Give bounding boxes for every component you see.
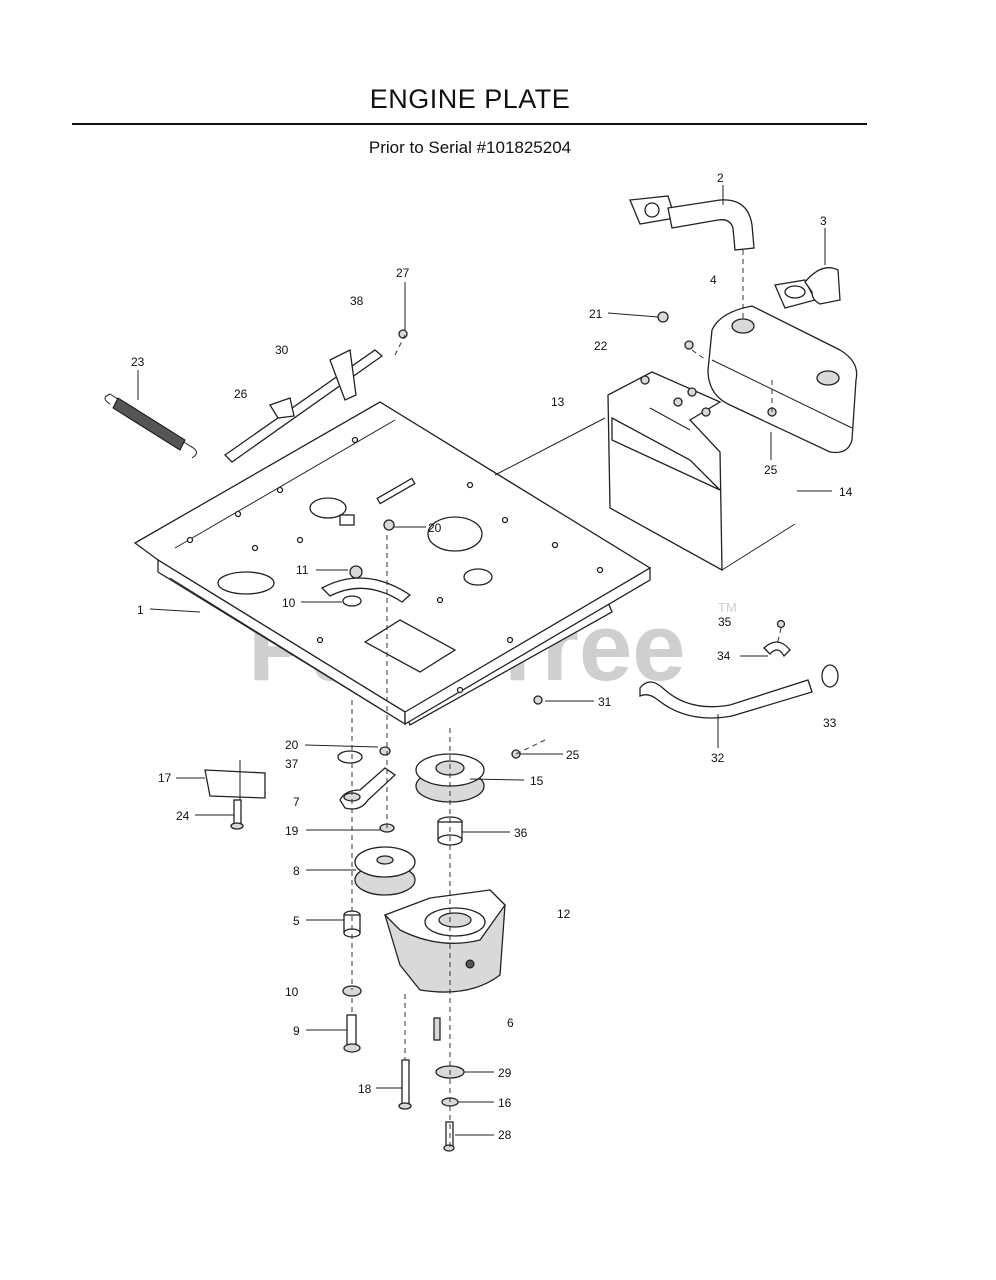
callout-10a: 10 [282,596,296,610]
bracket[interactable] [204,760,266,800]
callout-12: 12 [557,907,571,921]
callout-16: 16 [498,1096,512,1110]
hose-clip[interactable] [763,619,791,658]
callout-1: 1 [137,603,144,617]
bolt-22[interactable] [684,340,694,350]
bolt-28[interactable] [443,1121,455,1152]
callout-20a: 20 [428,521,442,535]
callout-25b: 25 [566,748,580,762]
bolt-24[interactable] [230,799,244,830]
callout-35: 35 [718,615,732,629]
callout-21: 21 [589,307,603,321]
assembly-lines [351,250,782,1148]
callout-26: 26 [234,387,248,401]
callout-32: 32 [711,751,725,765]
callout-30: 30 [275,343,289,357]
bolt-9[interactable] [343,1014,361,1053]
bolt-18[interactable] [398,1059,412,1110]
callout-10b: 10 [285,985,299,999]
callout-37: 37 [285,757,299,771]
callout-36: 36 [514,826,528,840]
callout-15: 15 [530,774,544,788]
callout-3: 3 [820,214,827,228]
shield-outline-right [721,523,796,571]
exhaust-pipe[interactable] [629,195,755,251]
callout-29: 29 [498,1066,512,1080]
watermark-trademark: TM [718,600,737,615]
callout-38: 38 [350,294,364,308]
muffler[interactable] [707,305,858,454]
callout-23: 23 [131,355,145,369]
plate-arm-bracket[interactable] [320,565,412,607]
shield-outline-left [494,417,606,476]
callout-28: 28 [498,1128,512,1142]
idler-pulley[interactable] [354,846,416,896]
leader-lines [137,185,832,1136]
callout-25a: 25 [764,463,778,477]
callout-2: 2 [717,171,724,185]
callout-33: 33 [823,716,837,730]
tension-spring[interactable] [104,393,197,459]
callout-14: 14 [839,485,853,499]
callout-5: 5 [293,914,300,928]
callout-27: 27 [396,266,410,280]
callout-13: 13 [551,395,565,409]
nut-25-lower[interactable] [511,749,521,759]
hose[interactable] [639,664,839,719]
muffler-elbow[interactable] [774,267,841,309]
callout-19: 19 [285,824,299,838]
pivot-rod[interactable] [223,329,408,463]
callout-31: 31 [598,695,612,709]
key-6[interactable] [433,1017,441,1041]
callout-34: 34 [717,649,731,663]
title-divider [72,123,867,125]
heat-shield[interactable] [607,371,723,572]
callout-11: 11 [296,563,309,577]
callout-17: 17 [158,771,172,785]
callout-24: 24 [176,809,190,823]
callout-4: 4 [710,273,717,287]
callout-18: 18 [358,1082,372,1096]
callout-20b: 20 [285,738,299,752]
callout-7: 7 [293,795,300,809]
idler-arm[interactable] [337,746,397,810]
callout-9: 9 [293,1024,300,1038]
engine-plate[interactable] [133,401,652,726]
washer-10[interactable] [342,985,362,997]
page-title: ENGINE PLATE [369,84,571,114]
callout-22: 22 [594,339,608,353]
bolt-31[interactable] [533,695,543,705]
spacer-5[interactable] [343,910,361,938]
electric-clutch[interactable] [383,889,506,993]
callout-8: 8 [293,864,300,878]
nut-20-upper[interactable] [383,519,395,531]
bolt-21[interactable] [657,311,669,323]
page-subtitle: Prior to Serial #101825204 [368,138,572,157]
callout-6: 6 [507,1016,514,1030]
